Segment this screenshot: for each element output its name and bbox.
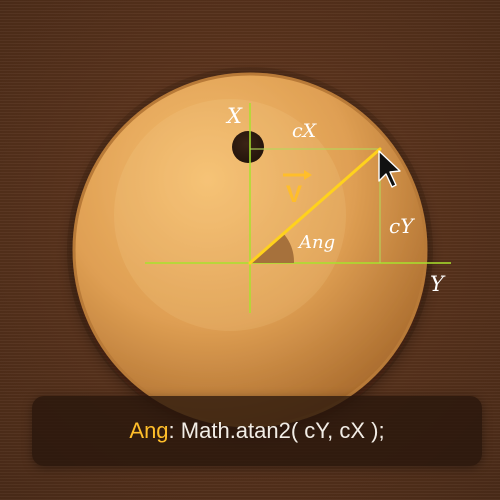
knob-inner-glow	[114, 99, 346, 331]
formula-variable: Ang	[129, 418, 169, 443]
angle-label: Ang	[297, 232, 335, 253]
formula-expression: Math.atan2( cY, cX );	[180, 418, 385, 443]
cy-label: cY	[389, 214, 415, 238]
vector-label: V	[286, 181, 302, 208]
vector-arrow-head	[304, 170, 312, 180]
vector-line	[248, 147, 382, 265]
cx-label: cX	[292, 120, 318, 142]
axis-y-label: Y	[430, 272, 446, 296]
knob-hole	[232, 131, 264, 163]
axis-x-label: X	[225, 104, 243, 128]
mouse-cursor-icon	[378, 150, 401, 188]
formula-box: Ang : Math.atan2( cY, cX );	[32, 396, 482, 466]
angle-wedge	[250, 233, 295, 263]
formula-separator: :	[168, 418, 181, 443]
